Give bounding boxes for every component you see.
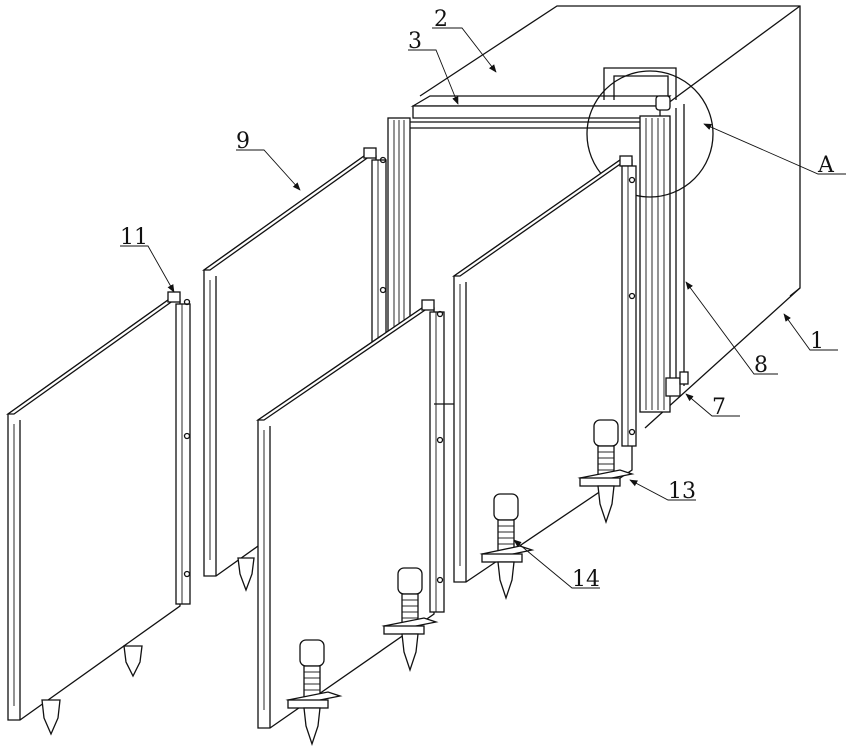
stake-middle — [381, 567, 439, 673]
panel-front-middle — [255, 299, 454, 729]
latch-7 — [665, 371, 689, 397]
label-3: 3 — [408, 29, 422, 54]
detail-circle-a — [586, 70, 714, 198]
housing-box — [419, 5, 801, 429]
leader-lines — [120, 27, 846, 589]
stake-14 — [479, 493, 535, 601]
label-a: A — [817, 153, 835, 178]
label-2: 2 — [434, 7, 448, 32]
label-7: 7 — [712, 395, 726, 420]
label-1: 1 — [810, 329, 824, 354]
top-frame — [410, 95, 672, 119]
stake-front — [285, 639, 343, 747]
label-9: 9 — [236, 129, 250, 154]
top-fitting — [586, 67, 714, 198]
label-11: 11 — [120, 225, 148, 250]
label-14: 14 — [572, 567, 600, 592]
panel-right — [451, 155, 637, 583]
reference-labels: 2 3 9 11 A 1 8 7 13 14 — [120, 7, 835, 592]
label-13: 13 — [668, 479, 696, 504]
panel-11 — [5, 291, 191, 736]
stake-13 — [577, 419, 635, 525]
label-8: 8 — [754, 353, 768, 378]
